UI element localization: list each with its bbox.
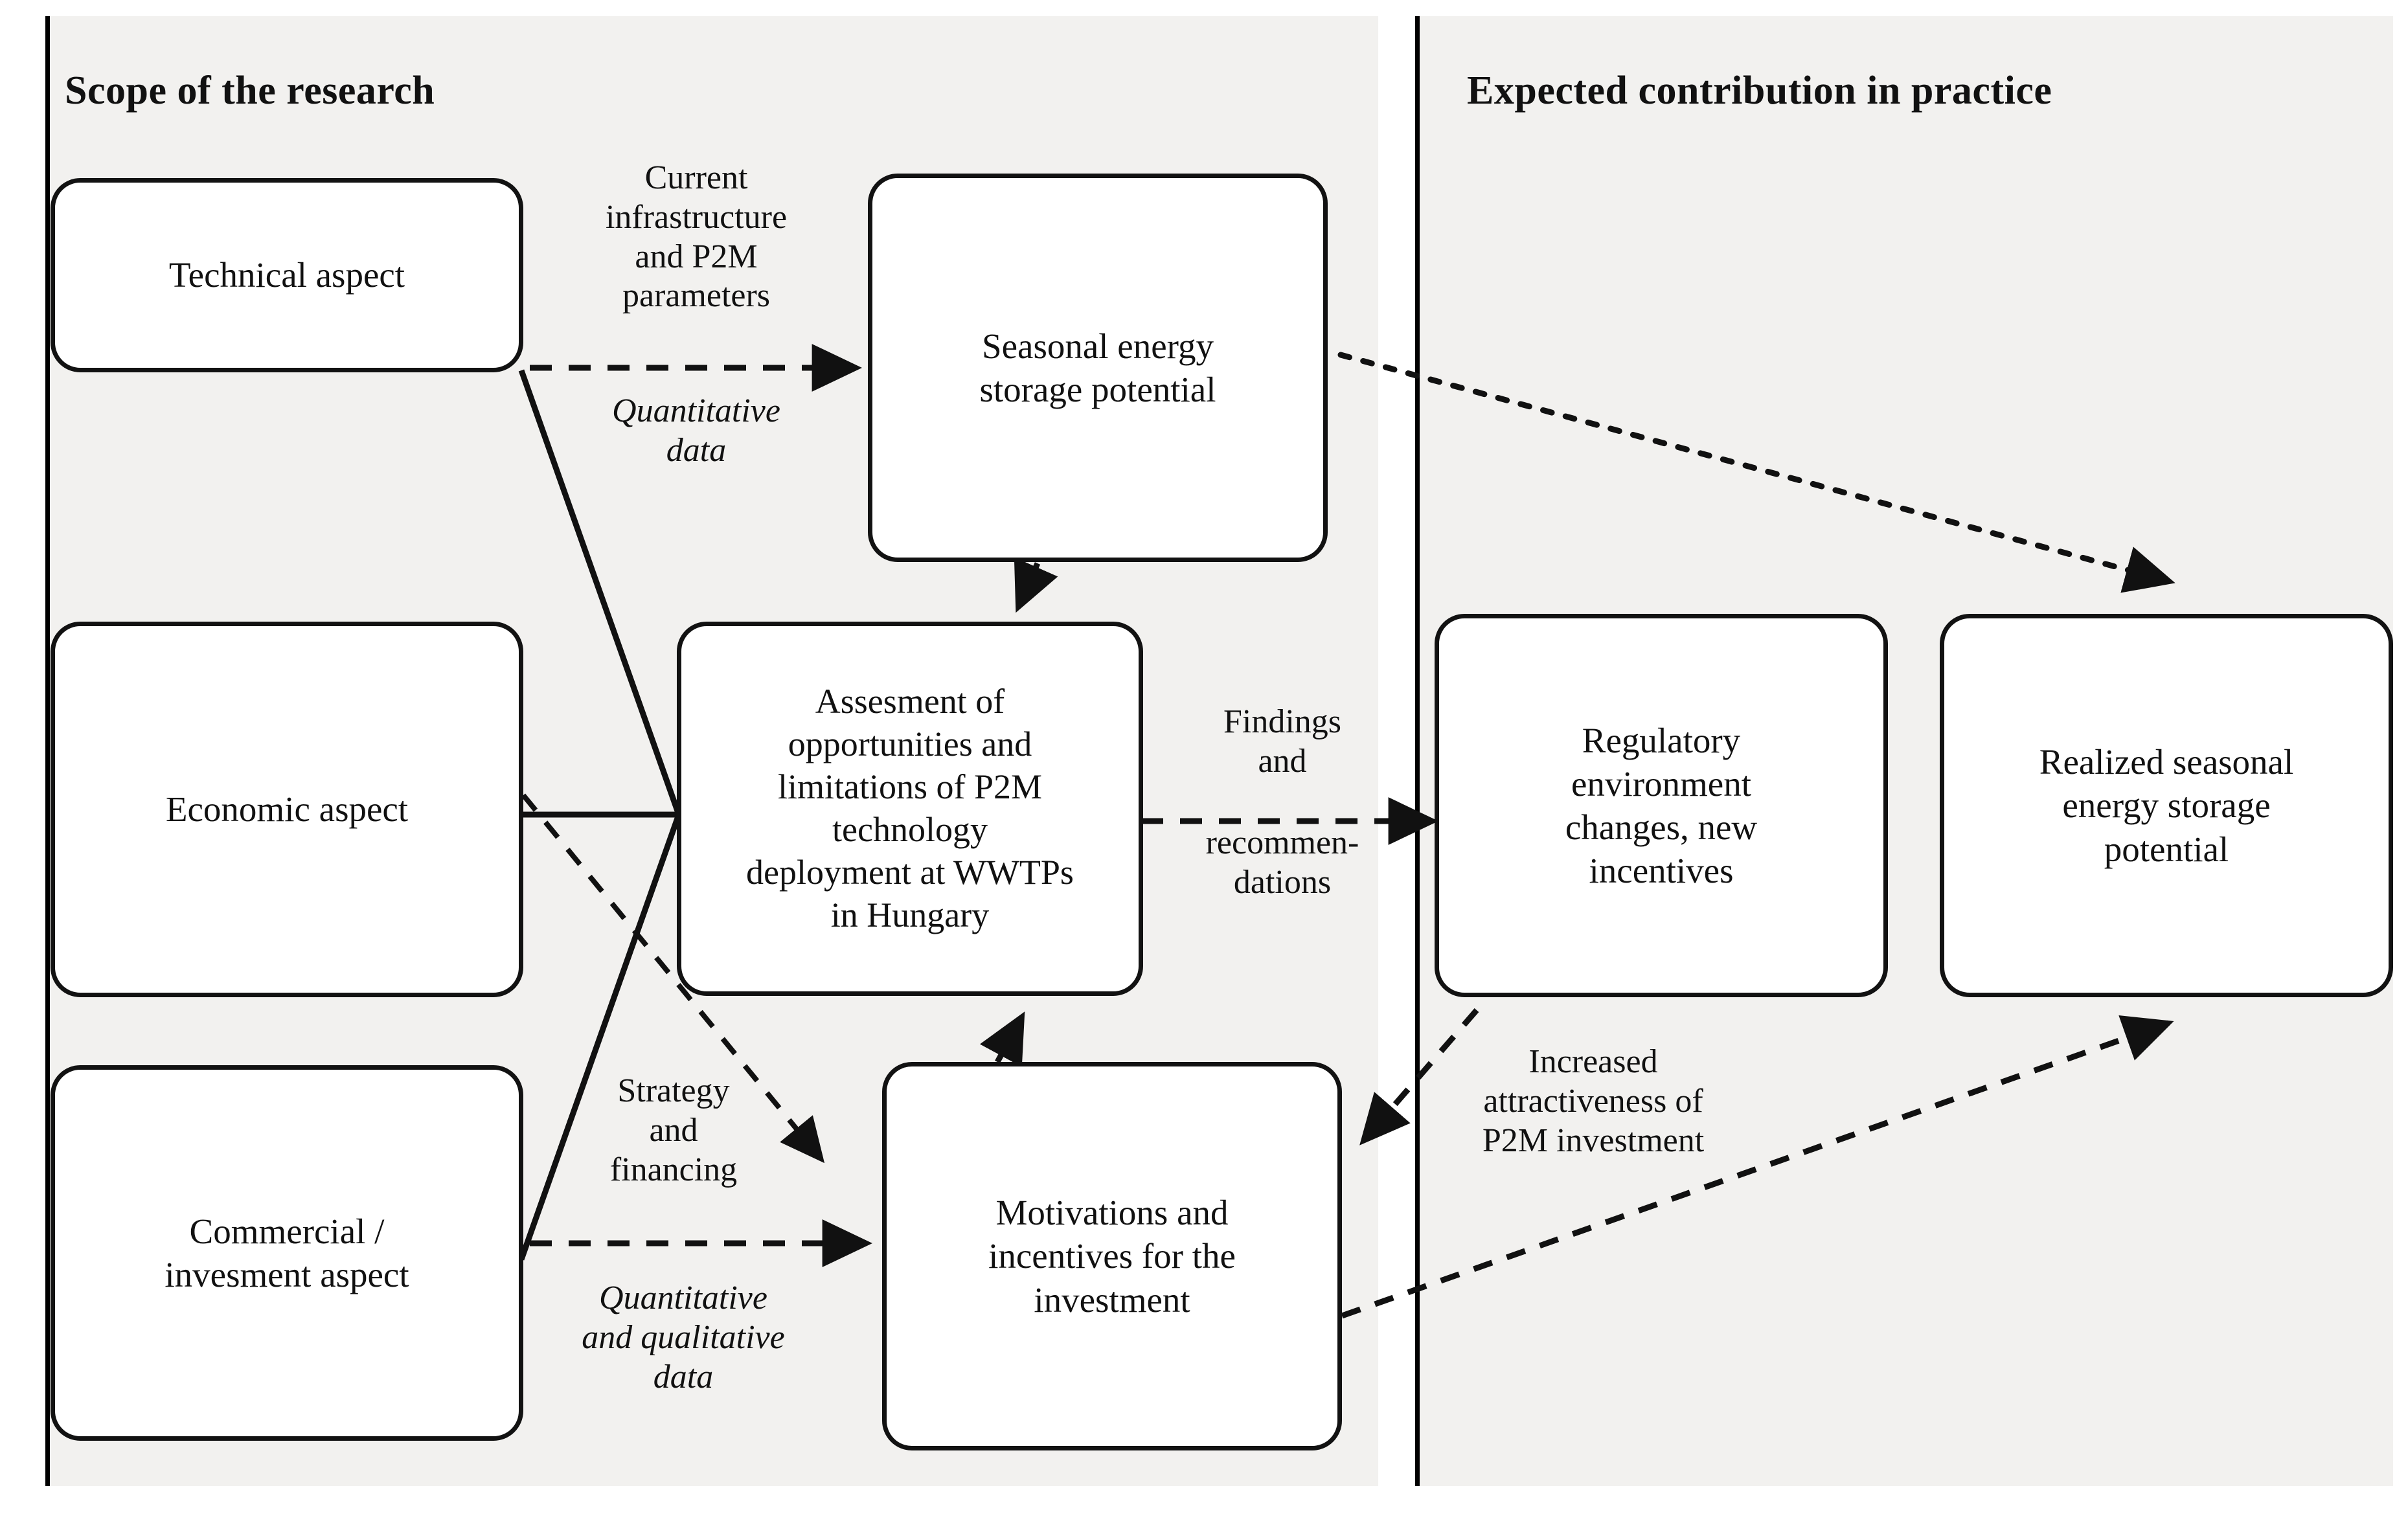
node-technical-aspect[interactable]: Technical aspect	[51, 178, 523, 372]
node-technical-aspect-label: Technical aspect	[168, 255, 405, 295]
panel-left-title: Scope of the research	[65, 69, 435, 113]
node-economic-aspect[interactable]: Economic aspect	[51, 622, 523, 997]
node-economic-aspect-label: Economic aspect	[165, 789, 409, 829]
node-commercial-investment-aspect[interactable]: Commercial /invesment aspect	[51, 1065, 523, 1441]
edge-label-current-infrastructure: Current infrastructure and P2M parameter…	[605, 159, 788, 315]
edge-label-quantitative-qualitative-data: Quantitative and qualitative data	[582, 1280, 785, 1395]
edge-label-strategy-and-financing: Strategy and financing	[609, 1072, 738, 1188]
edge-label-increased-attractiveness: Increased attractiveness of P2M investme…	[1482, 1043, 1705, 1159]
edge-label-findings-and: Findings and	[1223, 703, 1342, 780]
panel-right-title: Expected contribution in practice	[1467, 69, 2052, 113]
edge-label-recommendations: recommen- dations	[1205, 824, 1359, 901]
node-commercial-investment-aspect-label: Commercial /invesment aspect	[165, 1211, 409, 1294]
edge-label-quantitative-data: Quantitative data	[612, 392, 780, 469]
